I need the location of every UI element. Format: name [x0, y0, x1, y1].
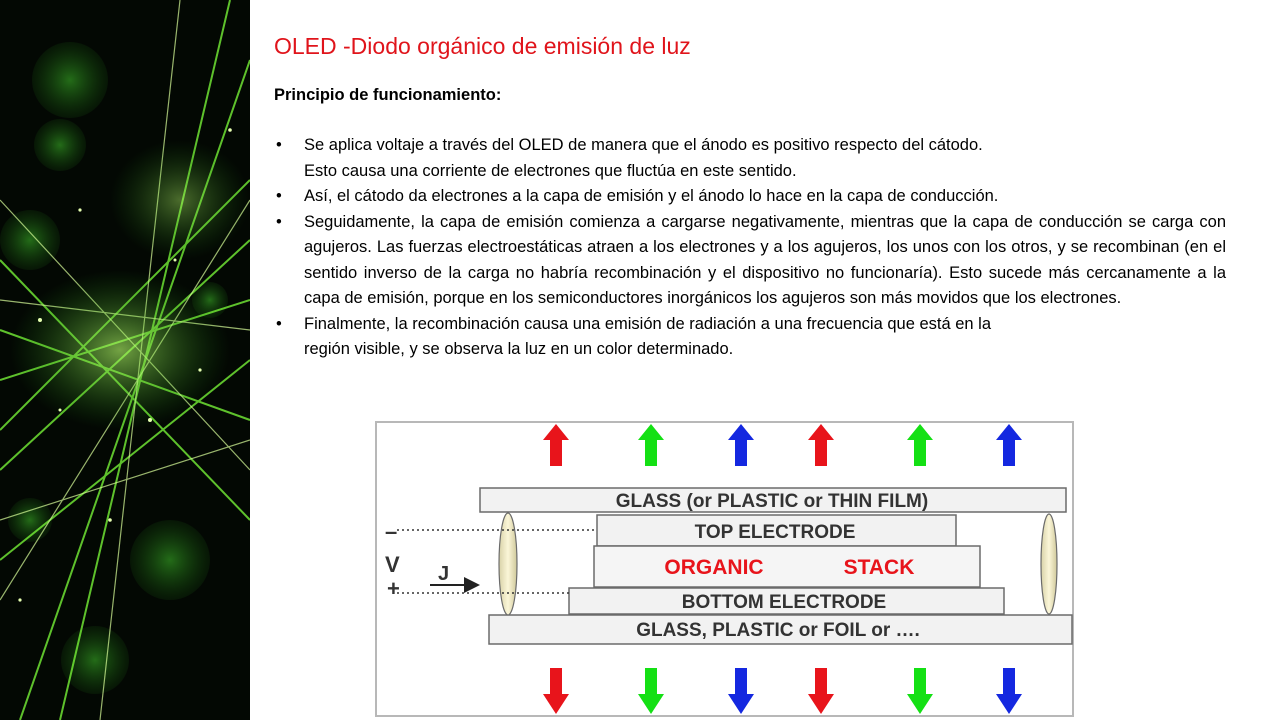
arrow-up-icon: [638, 424, 664, 466]
arrow-up-icon: [728, 424, 754, 466]
layer-organic-stack: [593, 545, 981, 588]
arrow-down-icon: [728, 668, 754, 714]
layer-bottom-electrode: [568, 587, 1005, 615]
bullet-item: Se aplica voltaje a través del OLED de m…: [274, 133, 1226, 184]
arrow-up-icon: [543, 424, 569, 466]
bullet-item: Así, el cátodo da electrones a la capa d…: [274, 184, 1226, 210]
layer-top-electrode-label: TOP ELECTRODE: [695, 522, 856, 543]
layer-bottom-electrode-label: BOTTOM ELECTRODE: [682, 592, 886, 613]
layer-top-electrode: [596, 514, 957, 547]
section-heading: Principio de funcionamiento:: [274, 86, 502, 104]
arrow-down-icon: [907, 668, 933, 714]
decorative-side-image: [0, 0, 250, 720]
layer-glass-top: [479, 487, 1067, 513]
arrow-up-icon: [996, 424, 1022, 466]
arrow-down-icon: [638, 668, 664, 714]
layer-glass-top-label: GLASS (or PLASTIC or THIN FILM): [616, 491, 928, 512]
stack-label: STACK: [844, 556, 915, 579]
left-seal: [498, 512, 518, 616]
bullet-line: Esto causa una corriente de electrones q…: [304, 161, 797, 180]
voltage-plus: +: [387, 576, 400, 601]
slide-title: OLED -Diodo orgánico de emisión de luz: [274, 33, 691, 59]
bullet-line: Se aplica voltaje a través del OLED de m…: [304, 136, 983, 154]
arrow-up-icon: [907, 424, 933, 466]
bullet-item: Seguidamente, la capa de emisión comienz…: [274, 210, 1226, 312]
organic-label: ORGANIC: [664, 556, 763, 579]
bottom-light-arrows: [543, 668, 1022, 714]
bullet-list: Se aplica voltaje a través del OLED de m…: [274, 133, 1226, 363]
arrow-down-icon: [996, 668, 1022, 714]
top-light-arrows: [543, 424, 1022, 466]
oled-structure-diagram: GLASS (or PLASTIC or THIN FILM) TOP ELEC…: [375, 421, 1075, 718]
layer-glass-bottom: [488, 614, 1073, 645]
arrow-down-icon: [543, 668, 569, 714]
bullet-line: Finalmente, la recombinación causa una e…: [304, 314, 992, 333]
bullet-item: Finalmente, la recombinación causa una e…: [274, 312, 1226, 363]
right-seal: [1040, 513, 1058, 615]
layer-glass-bottom-label: GLASS, PLASTIC or FOIL or ….: [636, 620, 920, 641]
arrow-down-icon: [808, 668, 834, 714]
current-label: J: [438, 563, 449, 585]
voltage-label: V: [385, 552, 400, 577]
arrow-up-icon: [808, 424, 834, 466]
voltage-minus: –: [385, 519, 397, 544]
bullet-line: región visible, y se observa la luz en u…: [304, 340, 734, 358]
